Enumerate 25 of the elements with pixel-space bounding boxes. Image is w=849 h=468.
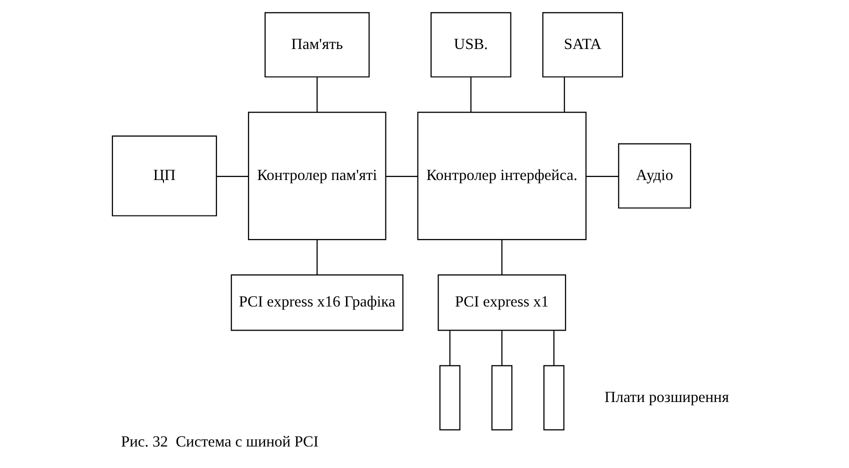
node-box: Контролер інтерфейса. bbox=[416, 112, 586, 240]
connector bbox=[552, 330, 554, 366]
connector bbox=[470, 77, 471, 112]
node-box: PCI express x1 bbox=[437, 274, 566, 331]
connector bbox=[448, 330, 450, 366]
node-box: SATA bbox=[542, 12, 623, 78]
node-box: Аудіо bbox=[618, 143, 691, 209]
connector bbox=[500, 330, 502, 366]
label: Плати розширення bbox=[604, 388, 728, 406]
node-bar bbox=[542, 365, 564, 430]
connector bbox=[563, 77, 564, 112]
node-bar bbox=[438, 365, 460, 430]
connector bbox=[216, 176, 248, 178]
node-box: Пам'ять bbox=[264, 12, 370, 78]
node-box: ЦП bbox=[111, 136, 216, 216]
node-box: PCI express x16 Графіка bbox=[230, 274, 403, 331]
connector bbox=[586, 176, 618, 178]
node-bar bbox=[490, 365, 512, 430]
node-box: Контролер пам'яті bbox=[247, 112, 386, 240]
connector bbox=[500, 240, 502, 275]
caption: Рис. 32 Система с шиной PCI bbox=[120, 434, 318, 451]
node-box: USB. bbox=[430, 12, 511, 78]
connector bbox=[316, 240, 318, 275]
connector bbox=[316, 77, 318, 112]
connector bbox=[385, 176, 418, 178]
